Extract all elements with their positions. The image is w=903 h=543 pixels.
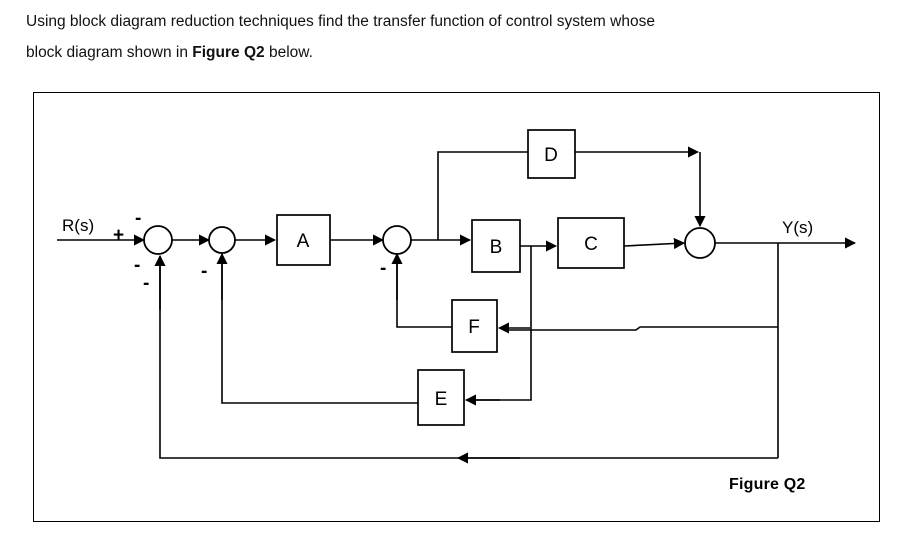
question-line-1: Using block diagram reduction techniques… — [26, 13, 655, 30]
question-line-2-prefix: block diagram shown in — [26, 44, 193, 61]
figure-caption: Figure Q2 — [729, 476, 806, 493]
question-line-2-suffix: below. — [264, 44, 313, 61]
question-text: Using block diagram reduction techniques… — [26, 6, 882, 68]
figure-reference: Figure Q2 — [192, 44, 265, 61]
figure-frame — [33, 92, 880, 522]
